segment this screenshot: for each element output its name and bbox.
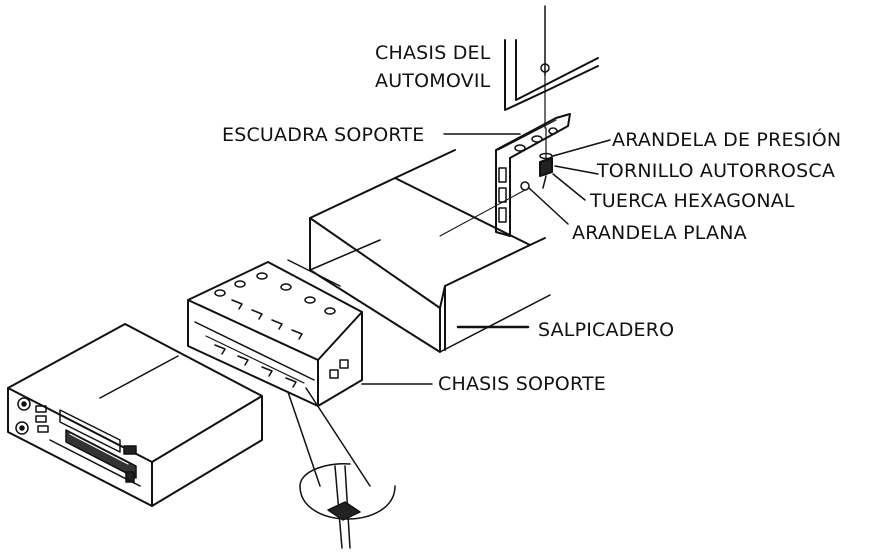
support-chassis-drawing [187,261,433,407]
flat-washer-label: ARANDELA PLANA [572,222,747,244]
hardware-leader-lines [443,133,611,225]
detail-callout-drawing [287,387,396,549]
car-chassis-drawing [504,5,599,129]
mounting-hardware-drawing [439,127,553,237]
support-bracket-drawing [495,113,571,237]
support-bracket-label: ESCUADRA SOPORTE [222,124,425,146]
dashboard-drawing [287,149,551,353]
car-radio-drawing [7,323,263,507]
support-chassis-label: CHASIS SOPORTE [438,373,606,395]
hex-nut-label: TUERCA HEXAGONAL [590,190,795,212]
dashboard-label: SALPICADERO [538,319,675,341]
car-chassis-label-line2: AUTOMOVIL [375,70,491,92]
car-chassis-label-line1: CHASIS DEL [375,42,491,64]
lock-washer-label: ARANDELA DE PRESIÓN [612,129,842,151]
self-tapping-screw-label: TORNILLO AUTORROSCA [597,160,836,182]
